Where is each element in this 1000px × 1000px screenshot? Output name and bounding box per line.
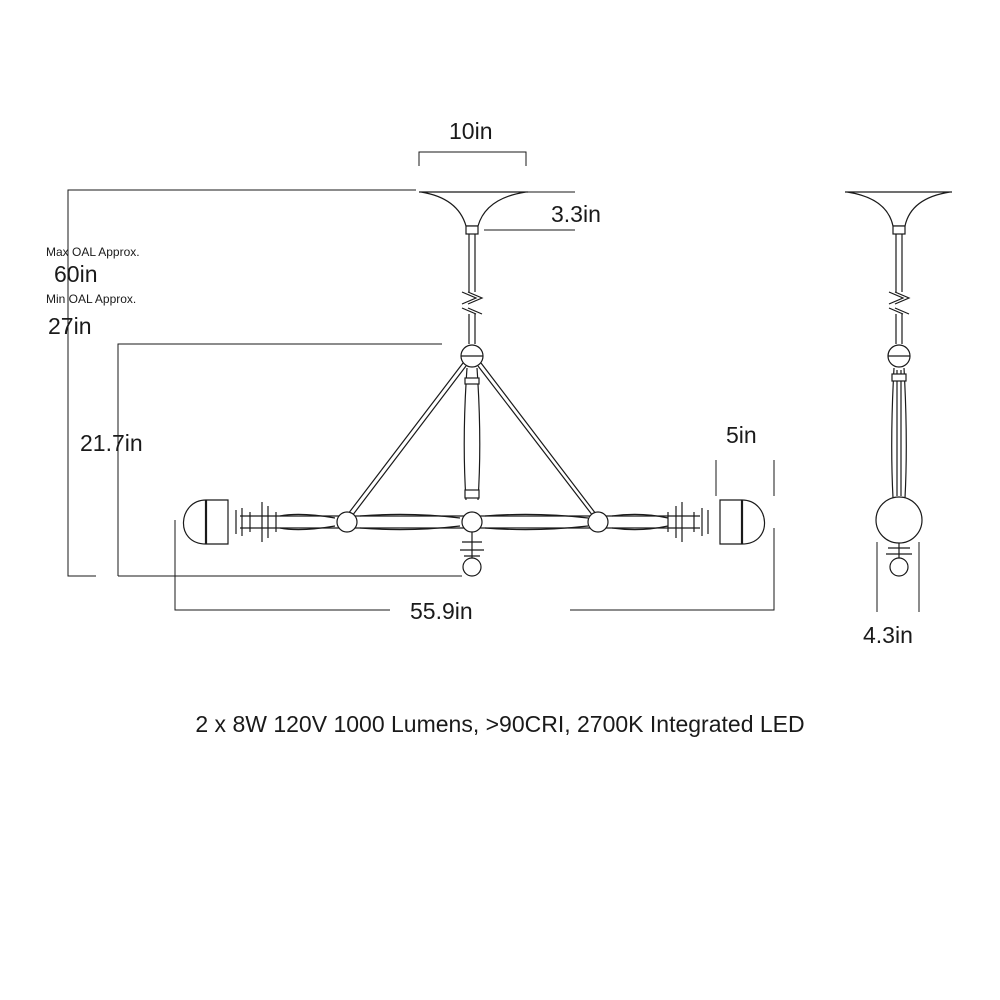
finial-right bbox=[667, 502, 709, 542]
depth-label: 4.3in bbox=[863, 622, 913, 648]
joint-ball-center bbox=[461, 511, 483, 533]
diagonal-arm-left bbox=[347, 362, 467, 517]
min-oal-caption: Min OAL Approx. bbox=[46, 292, 137, 306]
center-rod bbox=[463, 367, 481, 501]
stem bbox=[468, 234, 476, 344]
bottom-ball bbox=[462, 557, 482, 577]
max-oal-leader bbox=[67, 189, 416, 577]
side-view-fixture bbox=[845, 191, 952, 577]
dimension-lines bbox=[67, 151, 920, 612]
joint-ball-right bbox=[587, 511, 609, 533]
bottom-finial bbox=[460, 532, 484, 560]
canopy-width-bracket bbox=[418, 151, 527, 166]
canopy bbox=[419, 191, 528, 227]
canopy-height-bracket bbox=[484, 191, 575, 231]
specs-caption: 2 x 8W 120V 1000 Lumens, >90CRI, 2700K I… bbox=[195, 711, 805, 737]
front-view-fixture bbox=[182, 191, 766, 577]
side-stem bbox=[895, 234, 903, 344]
side-canopy bbox=[845, 191, 952, 227]
canopy-height-label: 3.3in bbox=[551, 201, 601, 227]
min-oal-leader bbox=[117, 343, 442, 576]
side-rod bbox=[891, 367, 907, 499]
overall-width-bracket bbox=[174, 520, 775, 611]
side-bottom-ball bbox=[889, 557, 909, 577]
shade-width-bracket bbox=[715, 460, 775, 496]
overall-width-label: 55.9in bbox=[410, 598, 473, 624]
diagonal-arm-right bbox=[477, 362, 597, 517]
canopy-width-label: 10in bbox=[449, 118, 493, 144]
body-height-label: 21.7in bbox=[80, 430, 143, 456]
joint-ball-left bbox=[336, 511, 358, 533]
side-bottom-finial bbox=[886, 543, 912, 560]
side-shade bbox=[875, 496, 923, 544]
stem-break bbox=[461, 291, 484, 315]
depth-bracket bbox=[876, 542, 920, 612]
finial-left bbox=[235, 502, 277, 542]
max-oal-caption: Max OAL Approx. bbox=[46, 245, 140, 259]
side-stem-break bbox=[888, 291, 911, 315]
max-oal-value: 60in bbox=[54, 261, 98, 287]
shade-width-label: 5in bbox=[726, 422, 757, 448]
min-oal-value: 27in bbox=[48, 313, 92, 339]
